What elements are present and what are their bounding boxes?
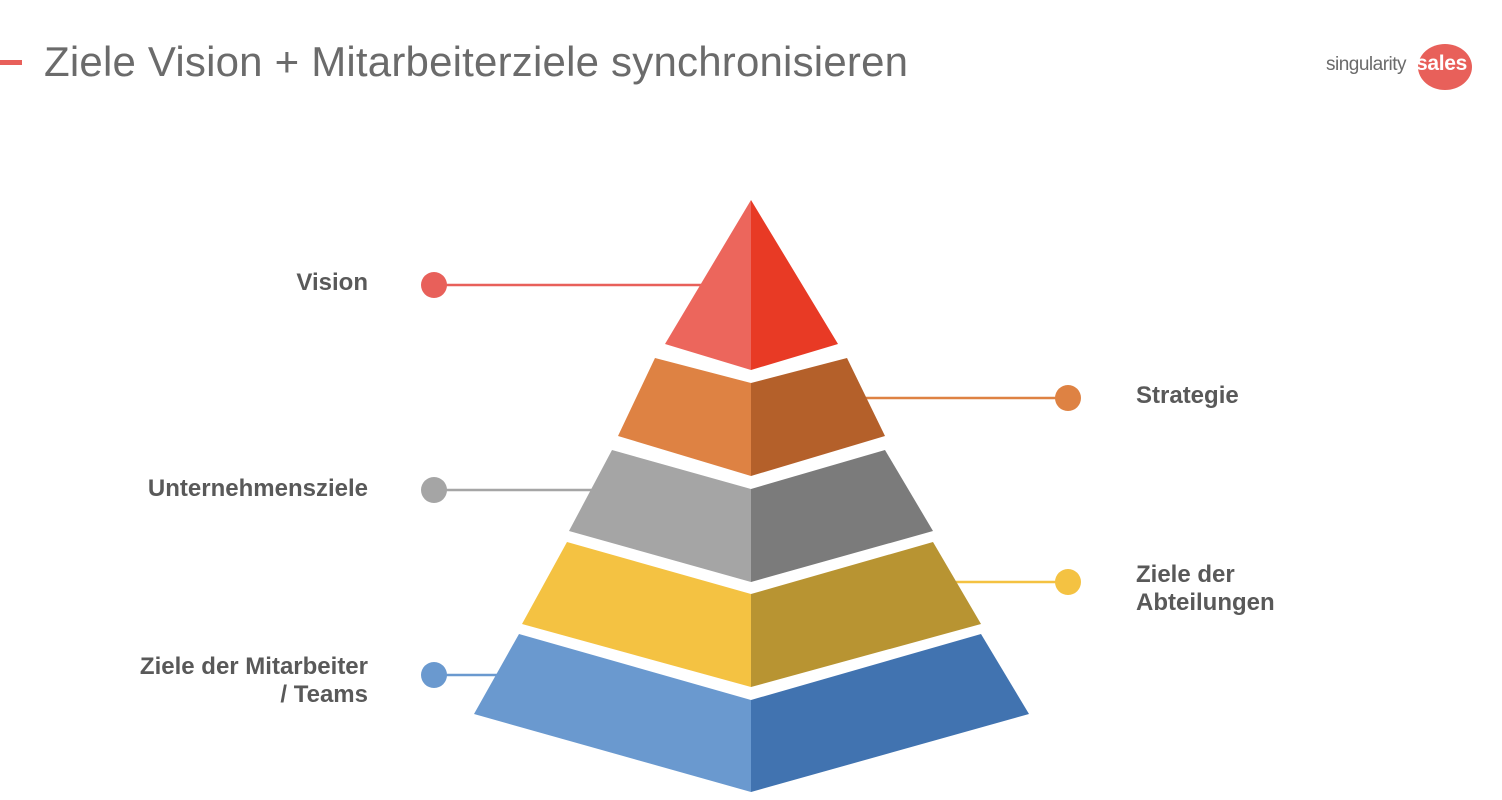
label-vision: Vision <box>296 269 368 297</box>
logo-text-singularity: singularity <box>1326 54 1407 75</box>
label-mitarbeiter-line2: / Teams <box>280 681 368 708</box>
unternehmensziele-face-right <box>751 450 933 582</box>
strategie-face-left <box>618 358 751 476</box>
label-abteilungen: Ziele der Abteilungen <box>1136 561 1275 617</box>
label-strategie: Strategie <box>1136 382 1239 410</box>
dot-mitarbeiter <box>421 662 447 688</box>
logo-badge <box>1418 44 1472 90</box>
mitarbeiter-face-left <box>474 634 751 792</box>
label-abteilungen-line1: Ziele der <box>1136 561 1235 588</box>
page-title: Ziele Vision + Mitarbeiterziele synchron… <box>44 38 909 85</box>
dot-abteilungen <box>1055 569 1081 595</box>
label-unternehmensziele: Unternehmensziele <box>148 475 368 503</box>
pyramid-level-strategie <box>618 358 885 476</box>
mitarbeiter-face-right <box>751 634 1029 792</box>
singularity-sales-logo: singularity sales <box>1326 44 1472 90</box>
label-strategie-line1: Strategie <box>1136 382 1239 409</box>
pyramid-level-mitarbeiter <box>474 634 1029 792</box>
dot-vision <box>421 272 447 298</box>
abteilungen-face-right <box>751 542 981 687</box>
label-mitarbeiter: Ziele der Mitarbeiter / Teams <box>140 653 368 709</box>
pyramid-level-abteilungen <box>522 542 981 687</box>
strategie-face-right <box>751 358 885 476</box>
vision-face-left <box>665 200 751 370</box>
pyramid-level-unternehmensziele <box>569 450 933 582</box>
label-unternehmensziele-line1: Unternehmensziele <box>147 475 368 502</box>
label-vision-line1: Vision <box>296 269 368 296</box>
pyramid-level-vision <box>665 200 838 370</box>
logo-text-sales: sales <box>1416 52 1468 75</box>
label-abteilungen-line2: Abteilungen <box>1136 589 1275 616</box>
unternehmensziele-face-left <box>569 450 751 582</box>
title-accent-bar <box>0 60 22 65</box>
dot-strategie <box>1055 385 1081 411</box>
label-mitarbeiter-line1: Ziele der Mitarbeiter <box>139 653 368 680</box>
abteilungen-face-left <box>522 542 751 687</box>
dot-unternehmensziele <box>421 477 447 503</box>
vision-face-right <box>751 200 838 370</box>
